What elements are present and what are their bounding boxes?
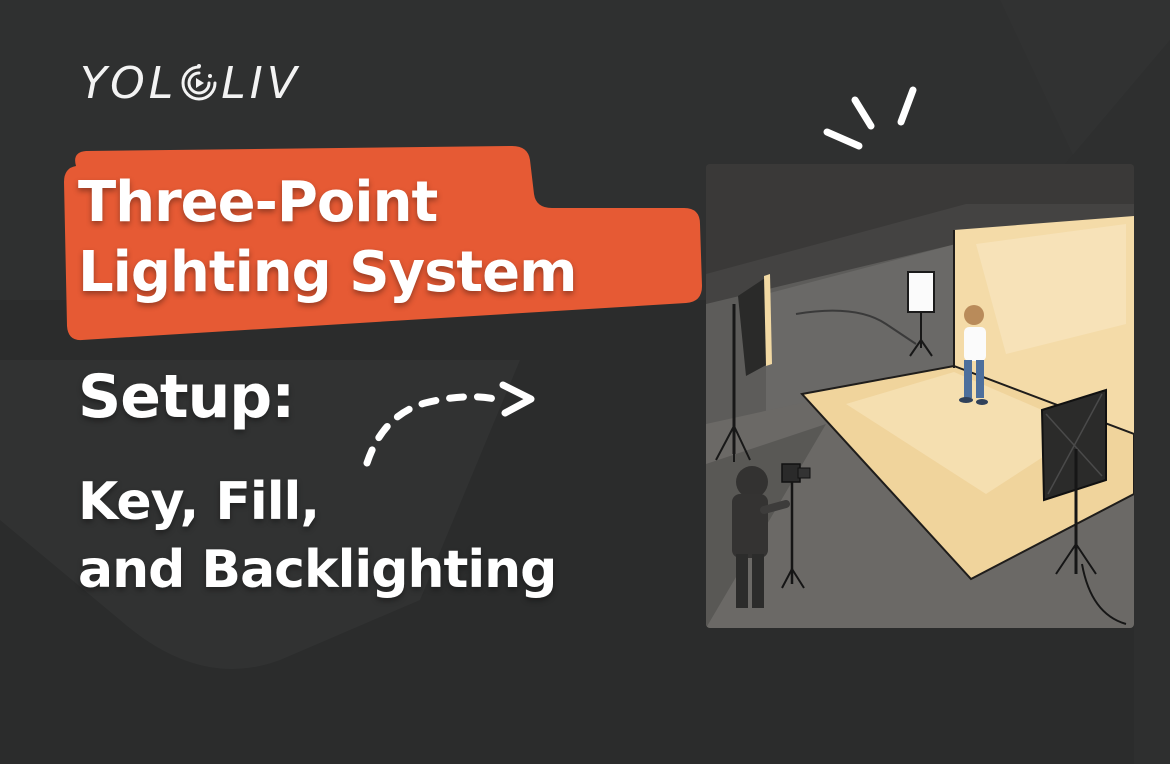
studio-illustration (706, 164, 1134, 628)
logo-text-left: YOL (80, 57, 178, 109)
logo-text-right: LIV (221, 57, 301, 109)
title-badge (64, 146, 702, 341)
play-circle-icon (181, 64, 217, 101)
sparkle-lines-icon (823, 86, 917, 150)
yololiv-logo: YOL LIV (80, 57, 301, 109)
title-line-2: Lighting System (78, 240, 578, 305)
title-line-3: Setup: (78, 362, 295, 432)
dashed-arrow-icon (363, 381, 535, 467)
title-line-1: Three-Point (78, 170, 438, 235)
title-line-4: Key, Fill, (78, 472, 320, 532)
title-line-5: and Backlighting (78, 540, 557, 600)
